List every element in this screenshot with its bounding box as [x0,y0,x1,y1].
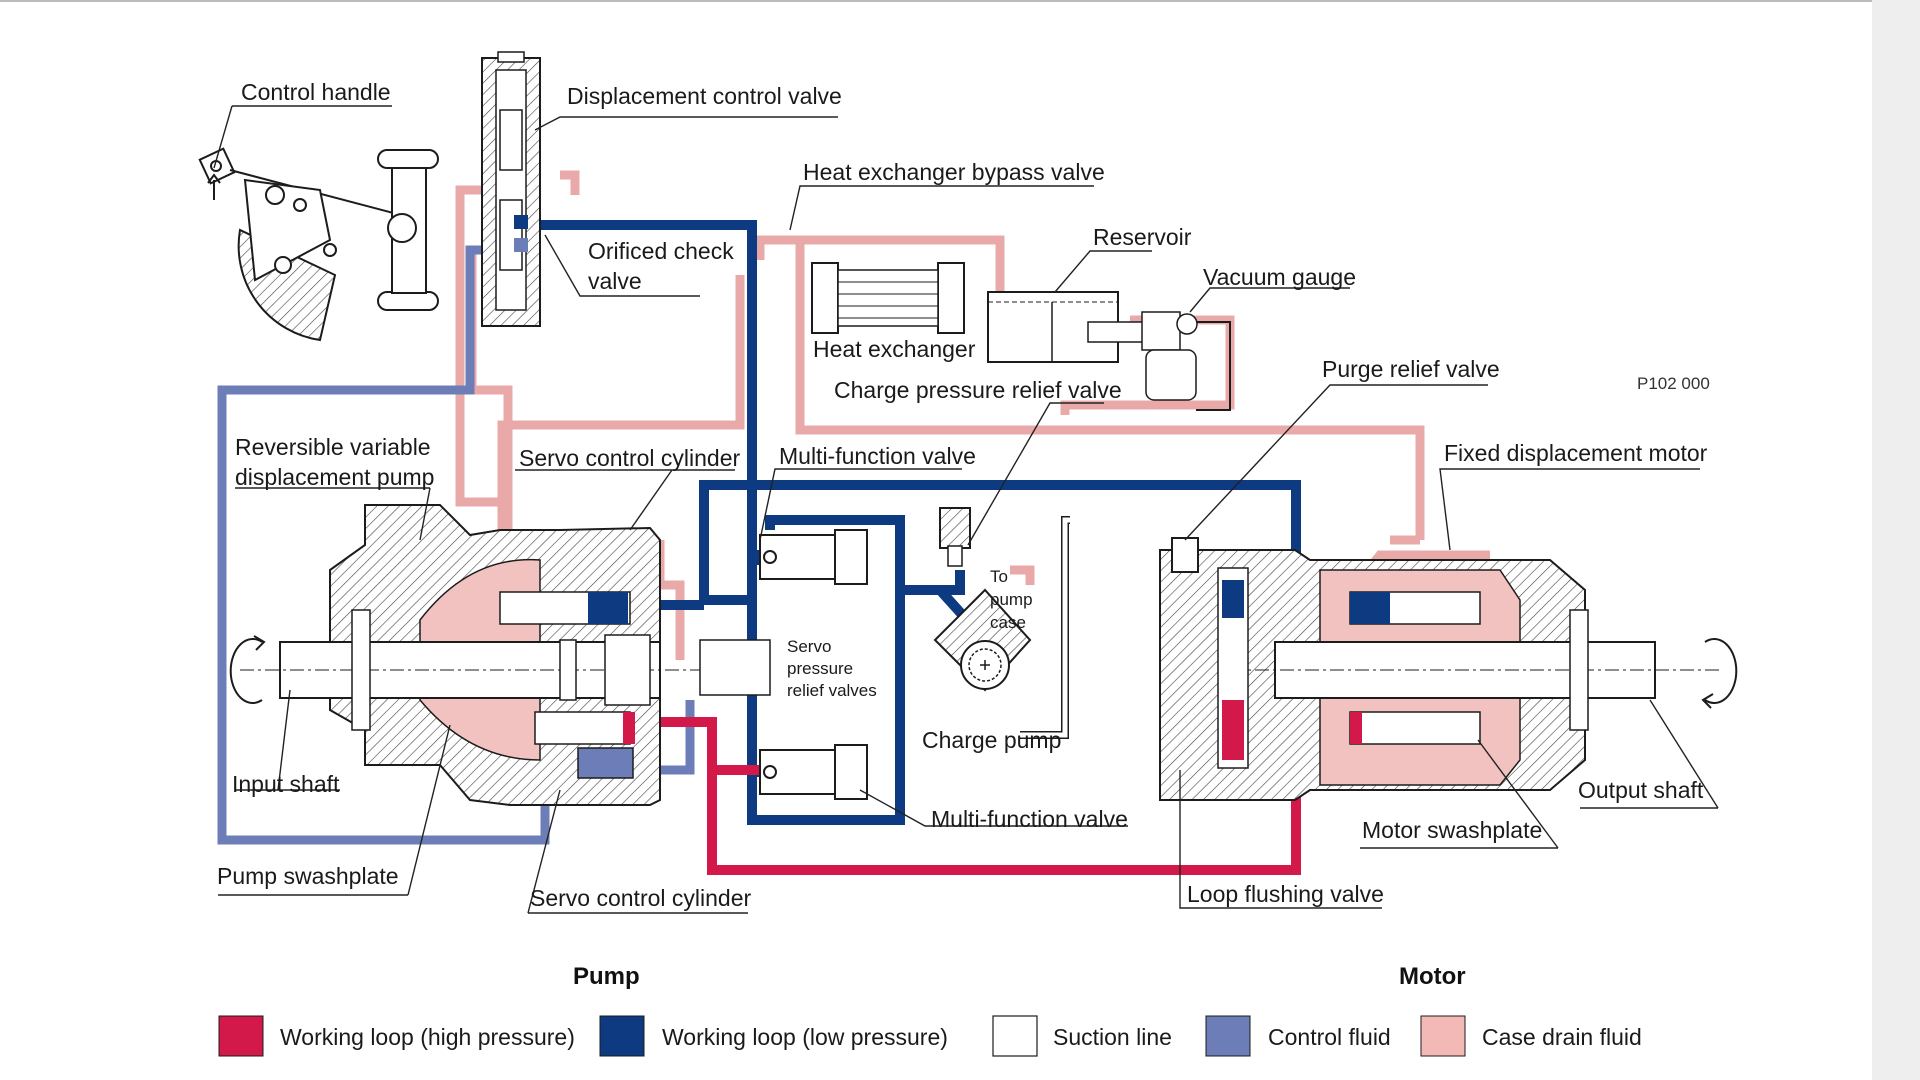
legend-swatch-low-pressure [599,1015,645,1057]
legend-label-control-fluid: Control fluid [1268,1024,1391,1050]
label-multi-function-valve-bottom: Multi-function valve [931,806,1128,832]
label-pump-swashplate: Pump swashplate [217,863,399,889]
label-servo-relief-line1: Servo [787,637,831,656]
label-multi-function-valve-top: Multi-function valve [779,443,976,469]
purge-relief-valve-body [1171,537,1199,573]
charge-pump-body [933,588,1032,692]
legend-swatch-case-drain [1420,1015,1466,1057]
label-purge-relief-valve: Purge relief valve [1322,356,1500,382]
label-servo-control-cylinder-top: Servo control cylinder [519,445,740,471]
label-heat-exchanger-bypass-valve: Heat exchanger bypass valve [803,159,1105,185]
legend-label-suction-line: Suction line [1053,1024,1172,1050]
input-shaft-rotation-icon [229,635,266,704]
label-reservoir: Reservoir [1093,224,1192,250]
label-charge-pressure-relief-valve: Charge pressure relief valve [834,377,1122,403]
label-servo-relief-line2: pressure [787,659,853,678]
label-loop-flushing-valve: Loop flushing valve [1187,881,1384,907]
label-fixed-displacement-motor: Fixed displacement motor [1444,440,1708,466]
multi-function-valve-lower-body [759,744,868,800]
loop-flushing-valve-body [1217,567,1249,769]
label-charge-pump: Charge pump [922,727,1061,753]
label-to-pump-case-line3: case [990,613,1026,632]
pump-housing [240,504,700,806]
legend-swatch-control-fluid [1205,1015,1251,1057]
label-orificed-check-valve-line1: Orificed check [588,238,734,264]
legend-label-low-pressure: Working loop (low pressure) [662,1024,948,1050]
servo-relief-valve-block [699,639,771,696]
legend-swatch-suction-line [992,1015,1038,1057]
legend-heading-pump: Pump [573,963,640,990]
motor-housing [1159,549,1720,801]
label-figure-code: P102 000 [1637,374,1710,393]
leader-lines [213,105,1719,914]
label-vacuum-gauge: Vacuum gauge [1203,264,1356,290]
label-output-shaft: Output shaft [1578,777,1704,803]
legend-label-case-drain: Case drain fluid [1482,1024,1642,1050]
control-handle-assembly [198,147,439,342]
legend-swatch-high-pressure [218,1015,264,1057]
label-motor-swashplate: Motor swashplate [1362,817,1542,843]
heat-exchanger-body [811,262,965,334]
label-to-pump-case-line2: pump [990,590,1033,609]
output-shaft-rotation-icon [1701,638,1738,709]
label-input-shaft: Input shaft [232,771,340,797]
label-reversible-pump-line2: displacement pump [235,464,434,490]
legend-heading-motor: Motor [1399,963,1466,990]
label-heat-exchanger: Heat exchanger [813,336,976,362]
label-servo-control-cylinder-bottom: Servo control cylinder [530,885,751,911]
label-displacement-control-valve: Displacement control valve [567,83,842,109]
schematic-drawing: Control handle Displacement control valv… [0,0,1872,1057]
label-reversible-pump-line1: Reversible variable [235,434,431,460]
legend-label-high-pressure: Working loop (high pressure) [280,1024,575,1050]
label-to-pump-case-line1: To [990,567,1008,586]
suction-line [1020,517,1070,738]
label-servo-relief-line3: relief valves [787,681,877,700]
page-margin [1872,0,1920,1080]
displacement-control-valve-body [481,51,541,327]
label-orificed-check-valve-line2: valve [588,268,642,294]
charge-pressure-relief-valve-body [939,507,971,567]
legend: Working loop (high pressure) Working loo… [218,1015,1642,1057]
label-control-handle: Control handle [241,79,391,105]
multi-function-valve-upper-body [759,529,868,585]
filter-vacuum-gauge [1087,311,1231,411]
